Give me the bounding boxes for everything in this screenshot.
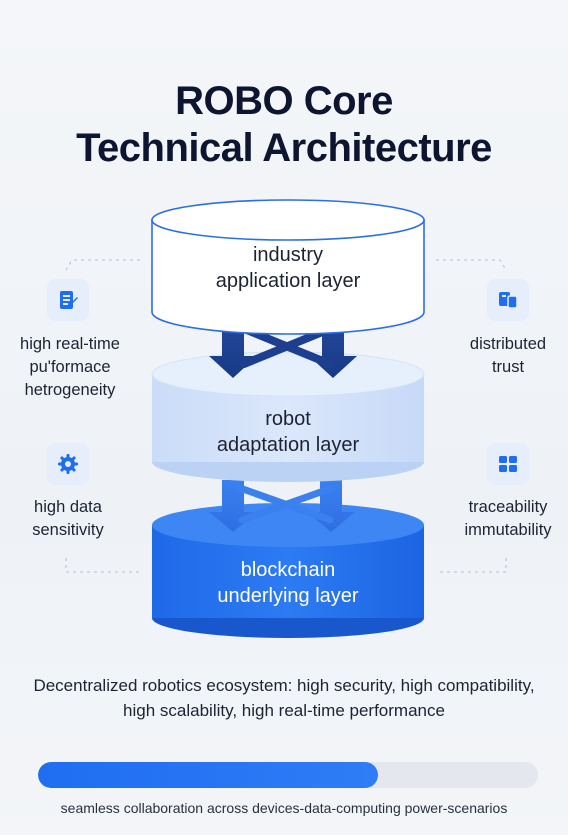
document-list-icon [47,279,89,321]
arrows-lower [209,480,355,532]
feature-trust-line1: distributed [469,335,547,353]
progress-bar-track [38,762,538,788]
layer-label-blockchain-line1: blockchain [240,559,336,581]
feature-trust-text: distributed trust [433,333,568,379]
title-line-2: Technical Architecture [76,126,492,170]
page-title: ROBO Core Technical Architecture [0,78,568,172]
feature-traceability-line1: traceability [468,498,548,516]
feature-sensitivity-line2: sensitivity [32,521,104,539]
feature-realtime-line3: hetrogeneity [24,381,116,399]
device-icon [487,279,529,321]
industry-layer-cylinder [151,199,425,335]
dashed-connectors [65,259,507,573]
robot-layer-cylinder [151,351,425,482]
feature-realtime-line2: pu'formace [29,358,111,376]
title-line-1: ROBO Core [175,79,393,123]
gear-icon [47,443,89,485]
footer-text: seamless collaboration across devices-da… [60,800,508,816]
layer-label-blockchain: blockchain underlying layer [150,557,426,609]
feature-traceability-text: traceability immutability [433,496,568,542]
feature-realtime-text: high real-time pu'formace hetrogeneity [0,333,145,402]
feature-realtime-line1: high real-time [20,335,120,353]
layer-label-blockchain-line2: underlying layer [217,585,359,607]
layer-label-robot-line1: robot [265,408,311,430]
ecosystem-caption: Decentralized robotics ecosystem: high s… [33,676,535,720]
layer-label-robot: robot adaptation layer [150,406,426,458]
feature-traceability-line2: immutability [464,521,552,539]
grid-blocks-icon [487,443,529,485]
feature-sensitivity-text: high data sensitivity [0,496,143,542]
layer-label-robot-line2: adaptation layer [216,434,360,456]
layer-label-industry-line2: application layer [215,270,361,292]
layer-label-industry: industry application layer [150,242,426,294]
feature-sensitivity-line1: high data [34,498,102,516]
progress-bar-fill [38,762,378,788]
layer-label-industry-line1: industry [252,244,324,266]
feature-trust-line2: trust [491,358,525,376]
